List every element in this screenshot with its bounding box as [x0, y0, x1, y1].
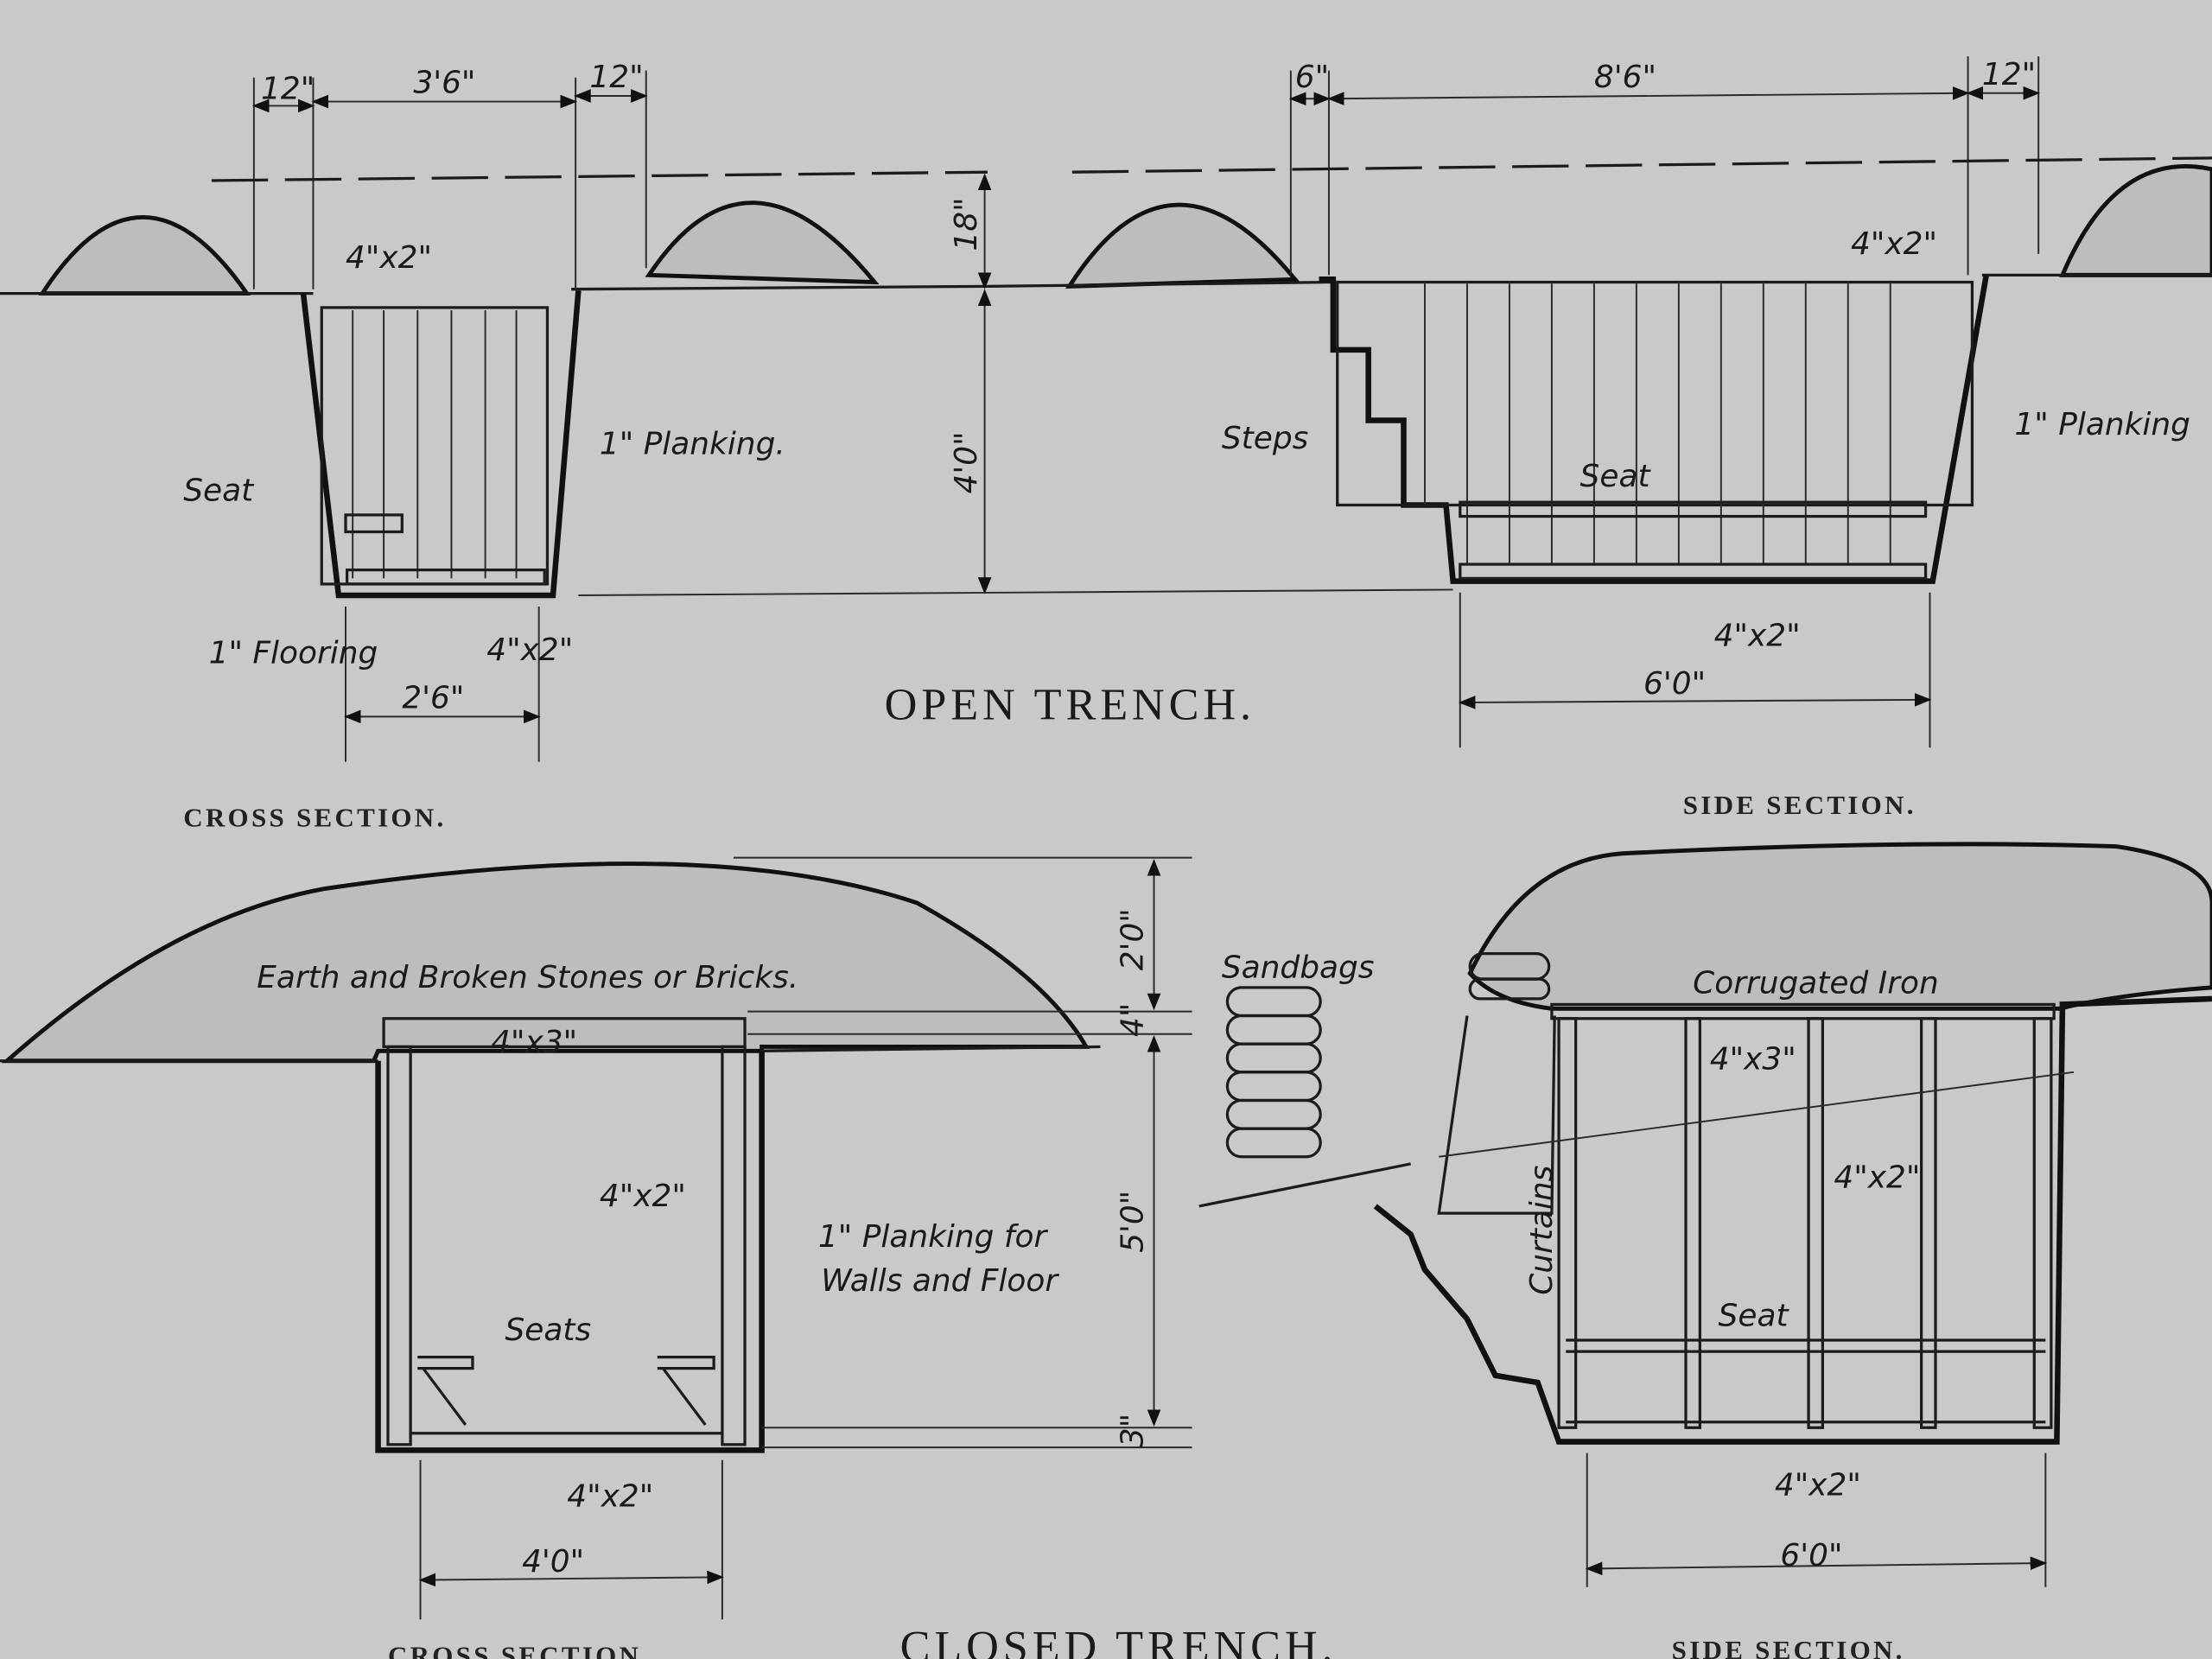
dim-berm-right: 12" — [589, 60, 643, 95]
label-steps: Steps — [1222, 421, 1308, 456]
caption-closed-side-section: SIDE SECTION. — [1672, 1635, 1905, 1659]
seat — [344, 513, 404, 534]
label-side-frame-bottom: 4"x2" — [1714, 619, 1801, 654]
label-planking-1: 1" Planking for — [818, 1219, 1049, 1255]
dim-berm-left: 12" — [261, 71, 315, 106]
label-side-frame-top: 4"x2" — [1851, 226, 1937, 262]
label-flooring: 1" Flooring — [209, 635, 378, 671]
open-cross-section: 12" 3'6" 12" 18" 4'0" 4"x2" Seat 1" Plan… — [0, 60, 1453, 833]
dim-side-length-top: 8'6" — [1594, 60, 1656, 95]
label-planking: 1" Planking. — [600, 427, 785, 462]
label-sandbags: Sandbags — [1222, 950, 1375, 985]
label-closed-side-frame-bottom: 4"x2" — [1775, 1468, 1861, 1503]
dim-beam-height: 4" — [1115, 1003, 1150, 1037]
label-closed-seat: Seat — [1719, 1299, 1790, 1334]
open-side-section: 6" 8'6" 12" 4"x2" Steps Seat 1" Planking… — [987, 56, 2212, 820]
title-open-trench: OPEN TRENCH. — [885, 680, 1255, 730]
steps-wall — [1319, 274, 1989, 584]
sandbag-stack — [1225, 952, 1551, 1159]
title-closed-trench: CLOSED TRENCH. — [900, 1622, 1338, 1659]
seat-right — [657, 1355, 715, 1426]
dim-width-top: 3'6" — [413, 66, 475, 101]
label-planking-2: Walls and Floor — [821, 1263, 1059, 1299]
dim-floor-height: 3" — [1115, 1414, 1150, 1447]
label-side-planking: 1" Planking — [2014, 407, 2190, 442]
label-post: 4"x2" — [600, 1179, 686, 1214]
label-side-post: 4"x2" — [1834, 1160, 1920, 1196]
parapet-mound-left — [38, 214, 251, 296]
label-earth-cover: Earth and Broken Stones or Bricks. — [257, 960, 798, 995]
caption-open-cross-section: CROSS SECTION. — [183, 803, 446, 833]
curtain — [1437, 1015, 1556, 1215]
label-closed-frame-bottom: 4"x2" — [567, 1479, 653, 1515]
label-beam: 4"x3" — [491, 1025, 577, 1060]
closed-steps-wall — [1373, 995, 2212, 1445]
label-seat: Seat — [183, 474, 255, 509]
dim-parapet-height: 18" — [949, 197, 984, 251]
label-frame-bottom: 4"x2" — [486, 632, 573, 668]
floor — [346, 568, 546, 586]
dim-width-bottom: 2'6" — [402, 681, 464, 716]
dim-cover-height: 2'0" — [1115, 908, 1150, 970]
label-corrugated-iron: Corrugated Iron — [1693, 965, 1939, 1001]
dim-closed-width: 4'0" — [522, 1544, 584, 1580]
dim-side-berm-left: 6" — [1295, 60, 1329, 95]
closed-cross-section: Earth and Broken Stones or Bricks. 2'0" … — [0, 856, 1192, 1659]
dim-side-length-bottom: 6'0" — [1643, 666, 1706, 702]
planking — [320, 306, 550, 586]
caption-open-side-section: SIDE SECTION. — [1683, 790, 1916, 820]
trench-wall — [300, 290, 582, 599]
dim-side-berm-right: 12" — [1982, 57, 2036, 92]
label-side-beam: 4"x3" — [1710, 1042, 1796, 1077]
seat-left — [417, 1355, 474, 1426]
side-planking — [1336, 280, 1974, 507]
caption-closed-cross-section: CROSS SECTION. — [388, 1641, 651, 1659]
label-frame-top: 4"x2" — [346, 240, 432, 276]
dim-depth: 4'0" — [949, 431, 984, 493]
closed-trench-wall — [375, 1051, 765, 1453]
dim-closed-length: 6'0" — [1780, 1538, 1842, 1573]
label-curtains: Curtains — [1524, 1166, 1560, 1295]
parapet-mound-right — [645, 200, 880, 285]
label-side-seat: Seat — [1580, 459, 1652, 494]
dim-closed-height: 5'0" — [1115, 1191, 1150, 1253]
label-seats: Seats — [505, 1313, 591, 1348]
closed-side-section: Sandbags Corrugated Iron 4"x3" 4"x2" Cur… — [1198, 842, 2212, 1659]
